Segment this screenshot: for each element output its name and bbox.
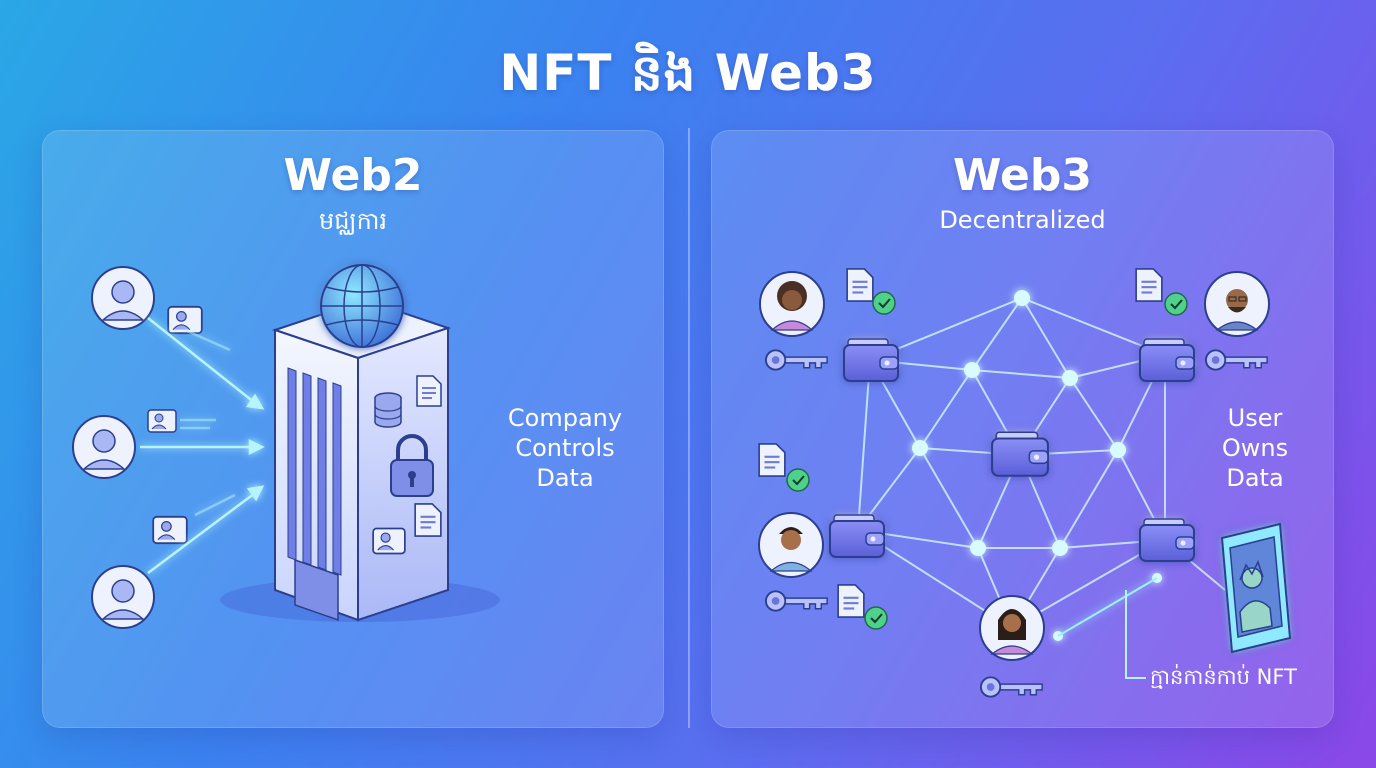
web3-subheading: Decentralized: [939, 206, 1106, 234]
flow-arrow-head: [248, 438, 265, 456]
center-divider: [688, 128, 690, 728]
network-node: [964, 362, 980, 378]
network-node: [970, 540, 986, 556]
company-server-building: [220, 264, 500, 622]
web2-user-avatar-icon: [91, 565, 155, 629]
key-icon: [764, 349, 829, 371]
web3-side-label: User Owns Data: [1221, 404, 1289, 492]
user-avatar-icon: [758, 512, 824, 578]
document-icon: [413, 502, 443, 538]
data-flow-arrows: [140, 317, 265, 575]
check-icon: [872, 291, 896, 315]
motion-line: [194, 493, 236, 517]
user-avatar-icon: [759, 271, 825, 337]
network-node: [1052, 540, 1068, 556]
network-node: [1014, 290, 1030, 306]
document-icon: [846, 267, 874, 303]
nft-ownership-label: ក្មាន់កាន់កាប់ NFT: [1150, 665, 1297, 689]
flow-arrow-head: [246, 485, 265, 502]
check-icon: [786, 468, 810, 492]
flow-arrow-head: [245, 393, 265, 410]
check-icon: [864, 606, 888, 630]
globe-icon: [320, 264, 404, 348]
id-card-icon: [147, 409, 177, 433]
network-node: [1110, 442, 1126, 458]
network-node: [1062, 370, 1078, 386]
wallet-icon: [990, 431, 1050, 477]
nft-card-icon: [1220, 522, 1292, 654]
web2-panel: Web2 មជ្ឈការ Company Controls Data: [42, 130, 664, 728]
web2-user-avatar-icon: [72, 415, 136, 479]
wallet-icon: [1138, 337, 1196, 383]
key-icon: [979, 676, 1044, 698]
document-icon: [837, 583, 865, 619]
user-avatar-icon: [979, 595, 1045, 661]
nft-link-line: [1057, 577, 1158, 637]
web2-user-avatar-icon: [91, 266, 155, 330]
network-node: [912, 440, 928, 456]
padlock-icon: [390, 434, 434, 497]
id-card-icon: [152, 515, 188, 545]
user-avatar-icon: [1204, 271, 1270, 337]
wallet-icon: [842, 337, 900, 383]
document-icon: [758, 442, 786, 478]
key-icon: [764, 590, 829, 612]
document-icon: [415, 374, 443, 408]
flow-arrow: [147, 317, 256, 404]
wallet-icon: [828, 513, 886, 559]
nft-label-leader: [1125, 590, 1146, 679]
flow-arrow: [147, 491, 256, 575]
document-icon: [1135, 267, 1163, 303]
check-icon: [1164, 292, 1188, 316]
web3-heading: Web3: [953, 150, 1092, 201]
web2-heading: Web2: [283, 150, 423, 201]
page-title: NFT និង Web3: [499, 44, 877, 102]
web3-users: [758, 271, 1270, 661]
server-icon: [374, 392, 402, 428]
key-icon: [1204, 349, 1269, 371]
id-document-icon: [372, 526, 406, 556]
motion-line: [184, 328, 231, 352]
web2-side-label: Company Controls Data: [507, 404, 623, 492]
id-card-icon: [167, 305, 203, 335]
wallet-icon: [1138, 517, 1196, 563]
web2-subheading: មជ្ឈការ: [318, 207, 388, 235]
